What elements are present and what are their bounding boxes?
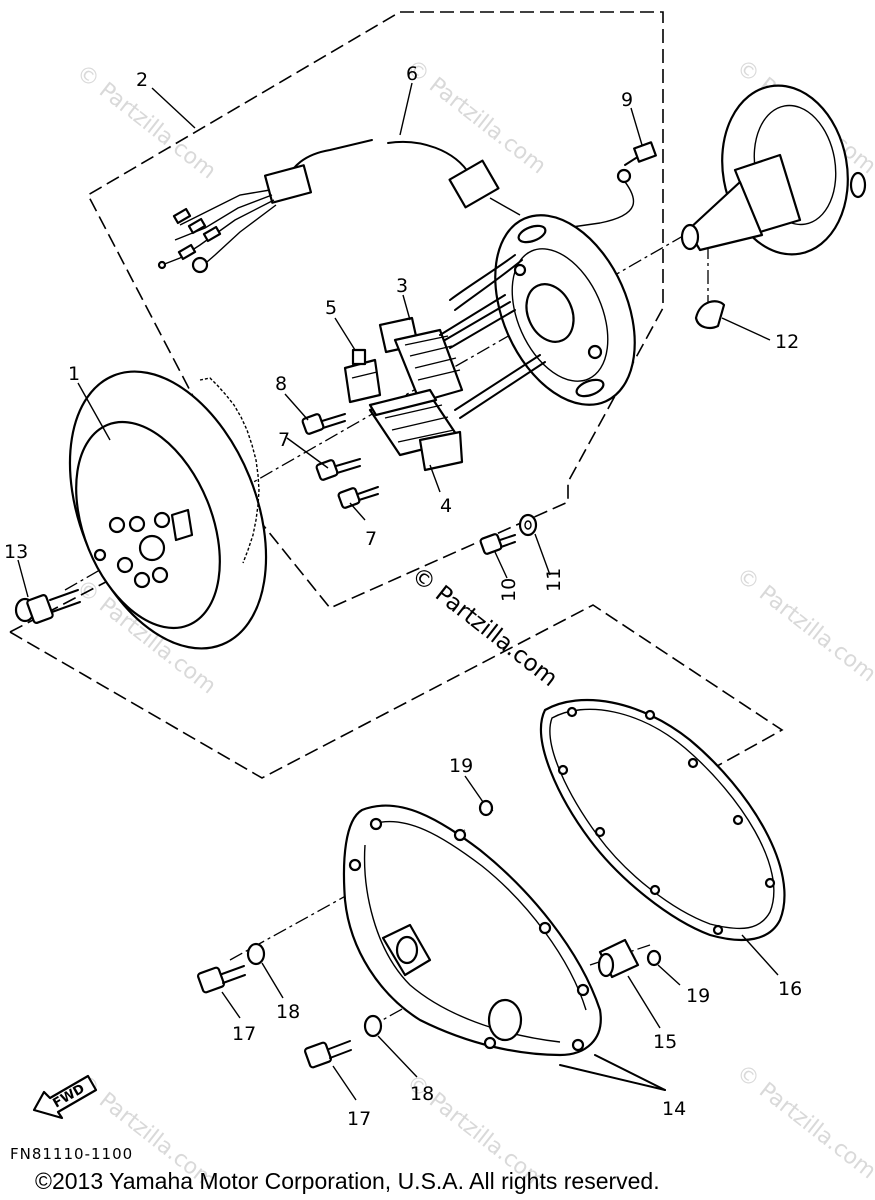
callout-12: 12 [775, 331, 799, 353]
woodruff-key [694, 300, 726, 329]
cover-gasket [540, 698, 786, 942]
washer-18a [246, 942, 266, 966]
washer-18b [363, 1014, 383, 1038]
callout-15: 15 [653, 1031, 677, 1053]
flywheel [68, 370, 268, 650]
callout-17a: 17 [232, 1023, 256, 1045]
fwd-arrow: FWD [32, 1074, 98, 1120]
callout-19a: 19 [449, 755, 473, 777]
callout-6: 6 [406, 63, 418, 85]
washer-11 [518, 513, 538, 537]
callout-labels: 1 2 3 4 5 6 7 7 7 8 9 10 11 12 13 14 15 … [4, 63, 802, 1130]
lighting-coil [368, 354, 546, 472]
callout-18a: 18 [276, 1001, 300, 1023]
watermark: © Partzilla.com [401, 55, 550, 179]
stator-screws [301, 413, 379, 509]
charge-coil [378, 294, 516, 404]
crankshaft [680, 84, 867, 256]
screw-7a [315, 458, 361, 481]
callout-19b: 19 [686, 985, 710, 1007]
copyright-notice: ©2013 Yamaha Motor Corporation, U.S.A. A… [35, 1168, 660, 1194]
callout-8: 8 [275, 373, 287, 395]
bolt-10 [479, 533, 516, 555]
pickup-coil-lead [157, 139, 521, 274]
cover-bolt-17b [303, 1040, 352, 1069]
callout-11: 11 [543, 568, 565, 592]
ground-bolt [564, 141, 657, 229]
stator-assembly-boundary [86, 11, 664, 609]
callout-2: 2 [136, 69, 148, 91]
callout-7b: 7 [365, 528, 377, 550]
callout-5: 5 [325, 297, 337, 319]
watermark: © Partzilla.com [731, 563, 875, 687]
callout-7a: 7 [278, 429, 290, 451]
callout-16: 16 [778, 978, 802, 1000]
callout-1: 1 [68, 363, 80, 385]
dowel-15-end [597, 952, 615, 978]
generator-cover [342, 804, 666, 1091]
pin-19b [646, 949, 662, 967]
pickup-sensor [343, 348, 382, 404]
stator-base-plate [449, 214, 636, 406]
diagram-code: FN81110-1100 [10, 1145, 133, 1163]
flywheel-bolt [14, 589, 81, 624]
callout-4: 4 [440, 495, 452, 517]
callout-14: 14 [662, 1098, 686, 1120]
callout-3: 3 [396, 275, 408, 297]
callout-13: 13 [4, 541, 28, 563]
watermark-center: © Partzilla.com [406, 562, 562, 692]
cover-bolt-17a [196, 965, 246, 994]
callout-17b: 17 [347, 1108, 371, 1130]
pin-19a [478, 799, 494, 817]
watermark: © Partzilla.com [731, 1060, 875, 1184]
screw-8 [301, 413, 346, 435]
leader-lines [17, 82, 779, 1101]
screw-7b [337, 486, 379, 509]
callout-9: 9 [621, 89, 633, 111]
callout-18b: 18 [410, 1083, 434, 1105]
callout-10: 10 [498, 578, 520, 602]
